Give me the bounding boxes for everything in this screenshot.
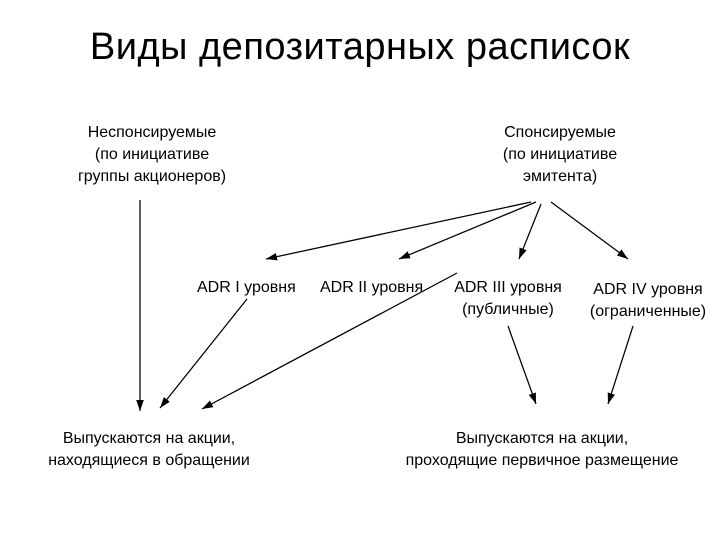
node-adr-level-2-label: ADR II уровня bbox=[320, 279, 424, 296]
node-adr-level-3-line1: ADR III уровня bbox=[454, 279, 562, 296]
arrow-sponsored-to-adr2 bbox=[398, 201, 537, 260]
arrow-sponsored-to-adr4 bbox=[550, 201, 629, 260]
slide-title: Виды депозитарных расписок bbox=[89, 26, 631, 68]
node-unsponsored-line2: (по инициативе bbox=[94, 146, 210, 163]
node-unsponsored: Неспонсируемые (по инициативе группы акц… bbox=[52, 122, 252, 188]
node-adr-level-4-line2: (ограниченные) bbox=[589, 303, 707, 320]
node-sponsored-line1: Спонсируемые bbox=[504, 124, 616, 141]
node-unsponsored-line3: группы акционеров) bbox=[77, 168, 227, 185]
node-unsponsored-line1: Неспонсируемые bbox=[87, 124, 217, 141]
node-adr-level-4-line1: ADR IV уровня bbox=[593, 281, 703, 298]
node-sponsored-line3: эмитента) bbox=[522, 168, 598, 185]
node-adr-level-2: ADR II уровня bbox=[320, 277, 442, 299]
arrow-sponsored-to-adr3 bbox=[518, 203, 542, 260]
node-adr-level-3: ADR III уровня (публичные) bbox=[447, 277, 569, 321]
node-adr-level-1-label: ADR I уровня bbox=[197, 279, 296, 296]
node-issued-on-primary-placement-shares-line2: проходящие первичное размещение bbox=[405, 452, 679, 469]
node-issued-on-primary-placement-shares: Выпускаются на акции, проходящие первичн… bbox=[384, 428, 700, 472]
node-adr-level-3-line2: (публичные) bbox=[462, 301, 554, 318]
node-issued-on-primary-placement-shares-line1: Выпускаются на акции, bbox=[455, 430, 629, 447]
node-issued-on-circulating-shares-line1: Выпускаются на акции, bbox=[62, 430, 236, 447]
node-sponsored: Спонсируемые (по инициативе эмитента) bbox=[460, 122, 660, 188]
node-issued-on-circulating-shares-line2: находящиеся в обращении bbox=[48, 452, 250, 469]
node-issued-on-circulating-shares: Выпускаются на акции, находящиеся в обра… bbox=[28, 428, 270, 472]
arrow-adr3-to-issued-primary bbox=[507, 325, 537, 405]
arrow-adr1-to-issued-circulating bbox=[159, 298, 248, 409]
node-adr-level-1: ADR I уровня bbox=[197, 277, 315, 299]
arrow-sponsored-to-adr1 bbox=[265, 201, 532, 261]
node-sponsored-line2: (по инициативе bbox=[502, 146, 618, 163]
node-adr-level-4: ADR IV уровня (ограниченные) bbox=[582, 279, 714, 323]
arrow-adr4-to-issued-primary bbox=[607, 325, 634, 405]
